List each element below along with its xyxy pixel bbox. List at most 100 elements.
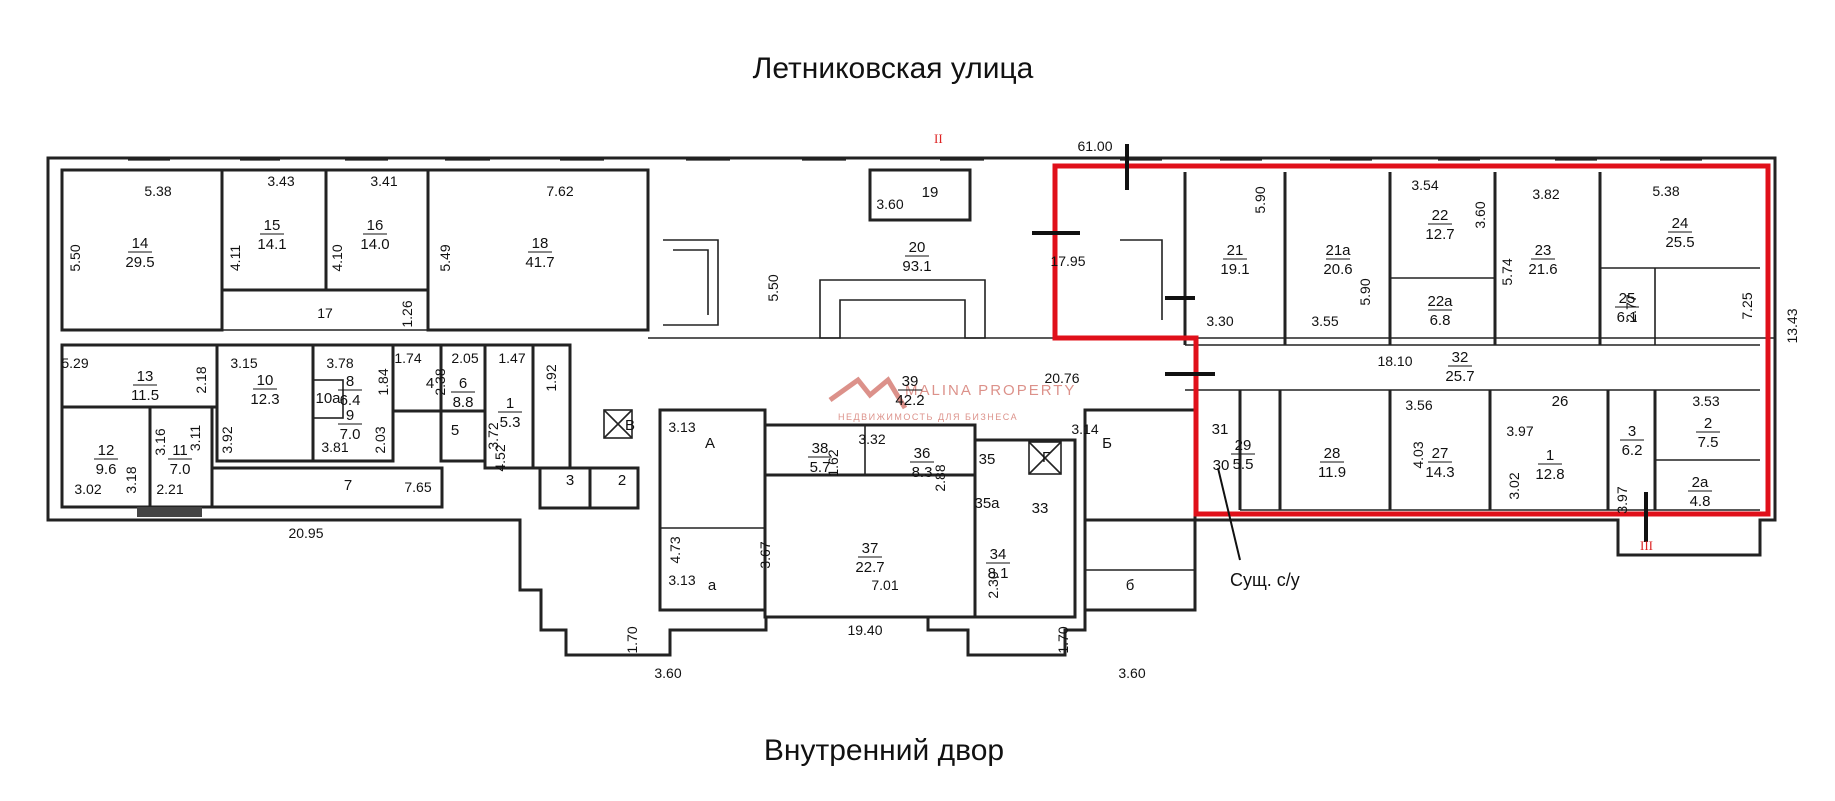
room-number: 30 [1213,457,1230,474]
room-area: 6.8 [1430,312,1451,329]
dimension-label: 61.00 [1077,138,1112,154]
room-35: 35 [979,451,996,468]
room-number: 14 [132,235,149,252]
dimension-label: 17 [317,305,333,321]
dimension-label: 3.81 [321,439,348,455]
room-7: 7 [344,477,352,494]
dimension-label: 3.30 [1206,313,1233,329]
room-area: 7.5 [1698,434,1719,451]
dimension-label: 1.74 [394,350,421,366]
dimension-label: 1.47 [498,350,525,366]
room-number: 36 [914,445,931,462]
dimension-label: 3.82 [1532,186,1559,202]
room-area: 12.8 [1535,466,1564,483]
room-area: 25.7 [1445,368,1474,385]
dimension-label: 1.62 [825,449,841,476]
dimension-label: 4.73 [667,536,683,563]
room-number: 22 [1432,207,1449,224]
room-area: 12.7 [1425,226,1454,243]
dimension-label: 5.74 [1499,258,1515,285]
dimension-label: 3.97 [1506,423,1533,439]
room-area: 14.0 [360,236,389,253]
dimension-label: 3.02 [1506,472,1522,499]
dimension-label: 3.43 [267,173,294,189]
dimension-label: 5.50 [67,244,83,271]
room-area: 11.9 [1318,464,1346,481]
room-29: 295.5 [1231,437,1255,473]
room-area: 7.0 [170,461,191,478]
dimension-label: 20.95 [288,525,323,541]
room-area: 20.6 [1323,261,1352,278]
room-area: 12.3 [250,391,279,408]
room-number: 13 [137,368,154,385]
room-area: 14.3 [1425,464,1454,481]
room-area: 7.0 [340,426,361,443]
dimension-label: 3.72 [485,422,501,449]
street-label: Летниковская улица [753,52,1034,85]
dimension-label: 4.52 [492,444,508,471]
dimension-label: 3.18 [123,466,139,493]
room-area: 41.7 [525,254,554,271]
room-area: 19.1 [1220,261,1249,278]
room-number: 35а [974,495,1000,512]
room-number: 34 [990,546,1007,563]
dimension-label: 1.26 [399,300,415,327]
room-number: 12 [98,442,115,459]
dimension-label: 2.38 [432,368,448,395]
room-11: 117.0 [168,442,192,478]
room-number: 10 [257,372,274,389]
dimension-label: 2.77 [1623,294,1639,321]
dimension-label: 2.88 [932,464,948,491]
room-area: 8.3 [912,464,933,481]
dimension-label: 3.60 [876,196,903,212]
room-number: 39 [902,373,919,390]
room-22: 22 12.7 [1425,207,1454,243]
room-number: 25 [1619,290,1636,307]
dimension-label: 7.25 [1739,292,1755,319]
dimension-label: 3.41 [370,173,397,189]
room-number: 22а [1427,293,1453,310]
dimension-label: 7.65 [404,479,431,495]
stair-label: Б [1102,435,1112,452]
dimension-label: 3.60 [1118,665,1145,681]
room-number: 11 [172,442,188,459]
room-8: 86.4 [338,373,362,409]
dimension-label: 1.92 [543,364,559,391]
room-number: 38 [812,440,829,457]
dimension-label: 3.53 [1692,393,1719,409]
dimension-label: 2.30 [985,571,1001,598]
dimension-label: 3.32 [858,431,885,447]
dimension-label: 5.50 [765,274,781,301]
dimension-label: 7.01 [871,577,898,593]
dimension-label: 1.70 [624,626,640,653]
room-25: 256.1 [1615,290,1639,326]
stair-label: а [708,577,717,594]
dimension-label: 3.60 [654,665,681,681]
room-number: 21а [1325,242,1351,259]
dimension-label: 3.16 [152,428,168,455]
room-number: 23 [1535,242,1552,259]
room-1l: 15.3 [498,395,522,431]
dimension-label: 2.21 [156,481,183,497]
dimension-label: 5.38 [1652,183,1679,199]
room-number: 28 [1324,445,1341,462]
room-36: 368.3 [910,445,934,481]
room-number: 6 [459,375,467,392]
stair-label: А [705,435,715,452]
room-28: 28 11.9 [1318,445,1346,481]
room-number: 2 [1704,415,1712,432]
room-26: 26 [1552,393,1569,410]
room-number: 37 [862,540,879,557]
dimension-label: 3.67 [757,541,773,568]
dimension-label: 7.62 [546,183,573,199]
watermark-logo-icon [828,376,908,410]
